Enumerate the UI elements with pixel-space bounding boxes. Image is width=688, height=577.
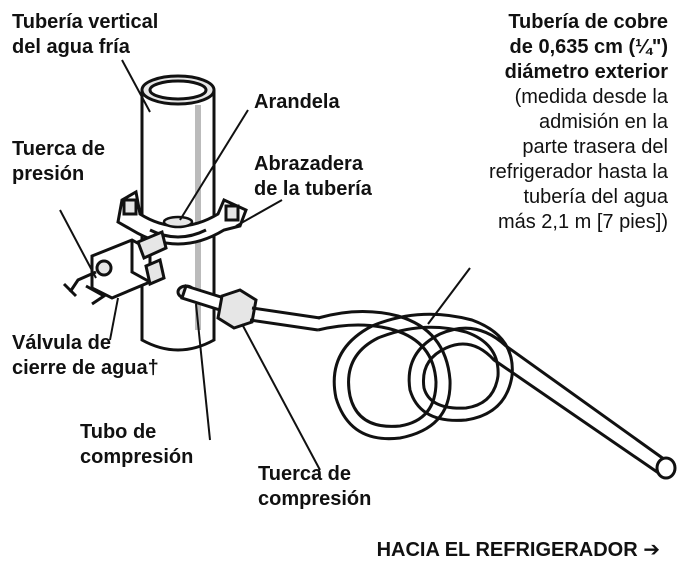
- label-compression-sleeve: Tubo de compresión: [80, 421, 194, 468]
- label-washer: Arandela: [254, 91, 340, 113]
- leader-pipe: [121, 59, 151, 113]
- leader-cnut: [241, 323, 321, 471]
- leader-lines: [59, 59, 471, 471]
- leader-clamp: [235, 199, 283, 227]
- vertical-cold-water-pipe: [140, 74, 216, 352]
- washer: [162, 215, 194, 229]
- label-packing-nut: Tuerca de presión: [12, 138, 105, 185]
- label-vertical-pipe: Tubería vertical del agua fría: [12, 11, 159, 58]
- label-compression-nut: Tuerca de compresión: [258, 463, 372, 510]
- label-copper-tubing: Tubería de cobre de 0,635 cm (¼") diámet…: [489, 11, 668, 233]
- label-pipe-clamp: Abrazadera de la tubería: [254, 153, 372, 200]
- copper-tubing: [249, 306, 677, 480]
- water-shutoff-valve: [90, 229, 168, 300]
- label-shutoff-valve: Válvula de cierre de agua†: [12, 332, 159, 379]
- packing-nut-handle: [62, 270, 107, 306]
- leader-nut: [59, 209, 97, 279]
- leader-copper: [427, 267, 471, 325]
- leader-valve: [109, 297, 119, 341]
- leader-tube: [195, 303, 211, 441]
- compression-nut-shape: [216, 288, 258, 330]
- footer-to-refrigerator: HACIA EL REFRIGERADOR ➔: [376, 539, 660, 561]
- leader-washer: [179, 109, 249, 221]
